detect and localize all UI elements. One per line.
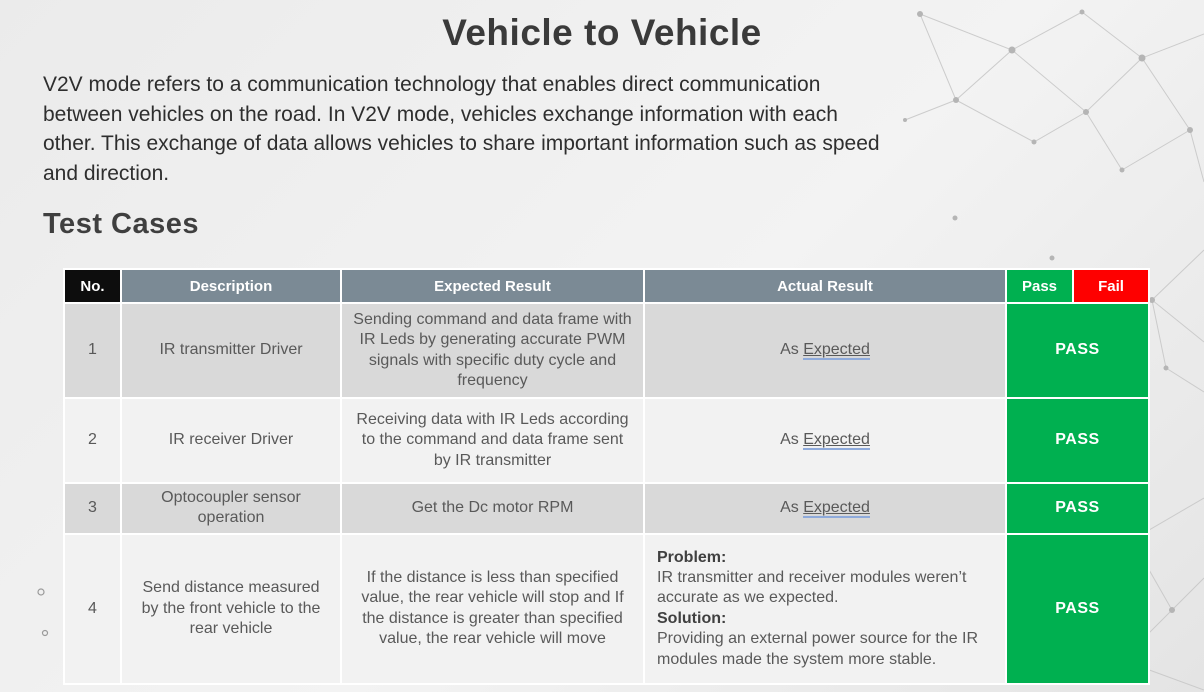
cell-no: 3 (63, 482, 122, 535)
expected-link[interactable]: Expected (803, 499, 870, 519)
expected-link[interactable]: Expected (803, 341, 870, 361)
cell-no: 4 (63, 532, 122, 685)
cell-actual: As Expected (643, 302, 1007, 399)
problem-text: IR transmitter and receiver modules were… (657, 569, 967, 607)
cell-expected: Get the Dc motor RPM (340, 482, 645, 535)
section-heading: Test Cases (43, 208, 199, 240)
cell-description: IR transmitter Driver (120, 302, 342, 399)
pass-cell: PASS (1005, 532, 1150, 685)
table-row: 2 IR receiver Driver Receiving data with… (63, 397, 1150, 484)
table-row: 1 IR transmitter Driver Sending command … (63, 302, 1150, 399)
solution-text: Providing an external power source for t… (657, 630, 979, 668)
pass-cell: PASS (1005, 482, 1150, 535)
table-row: 4 Send distance measured by the front ve… (63, 532, 1150, 685)
pass-cell: PASS (1005, 397, 1150, 484)
col-header-fail: Fail (1072, 268, 1150, 304)
cell-description: IR receiver Driver (120, 397, 342, 484)
actual-prefix: As (780, 431, 804, 449)
cell-actual: As Expected (643, 482, 1007, 535)
cell-actual: As Expected (643, 397, 1007, 484)
page-title: Vehicle to Vehicle (442, 12, 762, 53)
cell-expected: If the distance is less than specified v… (340, 532, 645, 685)
col-header-actual: Actual Result (643, 268, 1007, 304)
table-header-row: No. Description Expected Result Actual R… (63, 268, 1150, 304)
col-header-no: No. (63, 268, 122, 304)
col-header-expected: Expected Result (340, 268, 645, 304)
actual-prefix: As (780, 499, 804, 517)
cell-no: 1 (63, 302, 122, 399)
solution-label: Solution: (657, 609, 727, 627)
cell-expected: Sending command and data frame with IR L… (340, 302, 645, 399)
col-header-pass: Pass (1005, 268, 1074, 304)
problem-label: Problem: (657, 548, 727, 566)
cell-actual: Problem: IR transmitter and receiver mod… (643, 532, 1007, 685)
test-cases-table: No. Description Expected Result Actual R… (63, 268, 1150, 685)
col-header-description: Description (120, 268, 342, 304)
actual-prefix: As (780, 341, 804, 359)
table-row: 3 Optocoupler sensor operation Get the D… (63, 482, 1150, 535)
cell-description: Send distance measured by the front vehi… (120, 532, 342, 685)
cell-expected: Receiving data with IR Leds according to… (340, 397, 645, 484)
cell-description: Optocoupler sensor operation (120, 482, 342, 535)
cell-no: 2 (63, 397, 122, 484)
pass-cell: PASS (1005, 302, 1150, 399)
expected-link[interactable]: Expected (803, 431, 870, 451)
intro-paragraph: V2V mode refers to a communication techn… (43, 73, 880, 185)
